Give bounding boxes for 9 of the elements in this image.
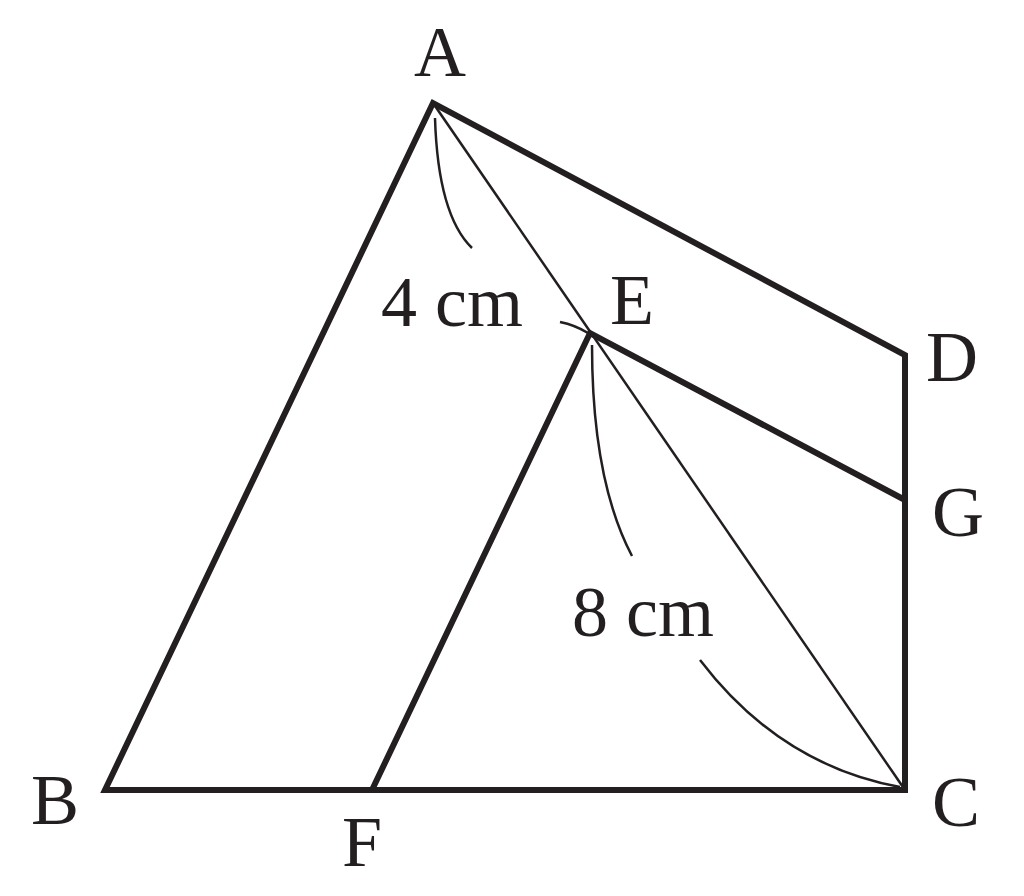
point-label: G — [932, 476, 984, 548]
point-label: D — [926, 321, 978, 393]
point-label: A — [414, 16, 466, 88]
point-label: C — [932, 766, 980, 838]
point-label: E — [610, 264, 654, 336]
dimension-label: 8 cm — [572, 576, 714, 648]
point-label: F — [342, 806, 382, 878]
point-label: B — [31, 764, 79, 836]
dimension-label: 4 cm — [381, 266, 523, 338]
